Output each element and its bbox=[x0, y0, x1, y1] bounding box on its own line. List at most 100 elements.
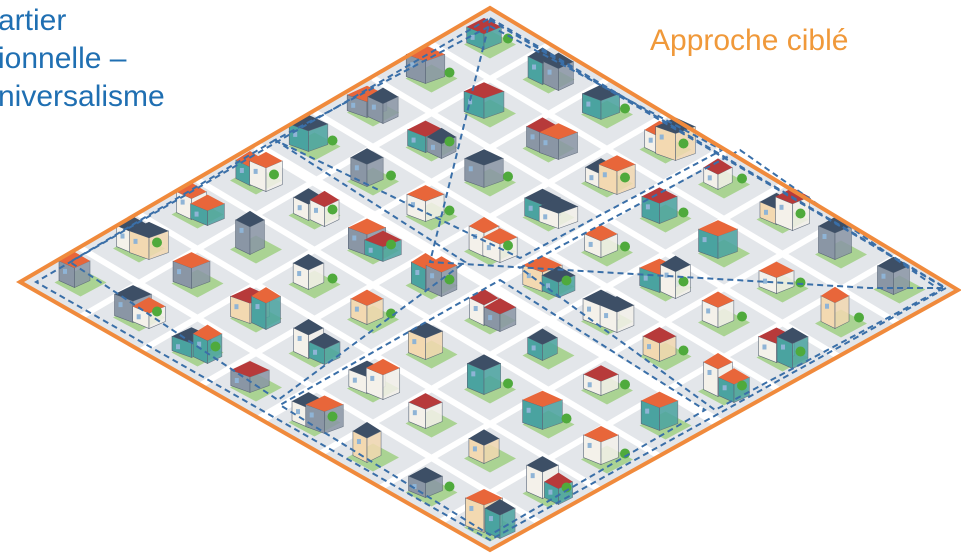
house bbox=[639, 327, 692, 371]
road-line bbox=[253, 141, 727, 431]
right-label: Approche ciblé bbox=[650, 22, 848, 60]
house-roof bbox=[309, 190, 340, 207]
house-roof bbox=[408, 322, 443, 339]
house-roof bbox=[543, 52, 574, 69]
house-window bbox=[762, 278, 767, 284]
road-grid bbox=[78, 41, 902, 531]
house-window bbox=[659, 134, 664, 140]
house-wall bbox=[483, 362, 502, 395]
house-wall bbox=[558, 131, 578, 160]
house bbox=[464, 429, 516, 473]
house-window bbox=[180, 199, 185, 205]
house-window bbox=[543, 140, 548, 146]
house-roof bbox=[583, 425, 619, 442]
house-roof bbox=[468, 429, 500, 446]
tree bbox=[327, 135, 338, 146]
house-window bbox=[468, 99, 473, 105]
house-roof bbox=[464, 149, 504, 166]
house-wall bbox=[382, 367, 401, 400]
house-roof bbox=[877, 256, 910, 273]
house-window bbox=[645, 408, 650, 414]
house bbox=[405, 252, 458, 300]
ground-diamond bbox=[22, 10, 958, 548]
house-roof bbox=[465, 488, 503, 505]
house bbox=[113, 216, 169, 263]
house-window bbox=[472, 446, 477, 452]
house-window bbox=[176, 344, 181, 350]
right-label-line-1: Approche ciblé bbox=[650, 24, 849, 57]
house-roof bbox=[352, 422, 382, 439]
house bbox=[464, 289, 517, 335]
house-window bbox=[412, 339, 417, 345]
zone-right-quarter bbox=[518, 148, 942, 412]
tree bbox=[386, 239, 396, 250]
house-roof bbox=[309, 332, 340, 349]
house-roof bbox=[293, 318, 324, 335]
tree bbox=[678, 138, 689, 149]
house-window bbox=[532, 64, 537, 70]
house-roof bbox=[527, 328, 558, 345]
house bbox=[463, 82, 516, 128]
house-window bbox=[313, 207, 318, 213]
house-roof bbox=[466, 17, 502, 34]
house-window bbox=[469, 505, 474, 511]
house-roof bbox=[190, 194, 225, 211]
tree bbox=[620, 241, 630, 252]
house-window bbox=[702, 237, 707, 243]
house-window bbox=[177, 269, 182, 275]
house-wall bbox=[249, 369, 270, 393]
tree bbox=[327, 204, 338, 215]
house-window bbox=[707, 175, 712, 181]
tree bbox=[737, 380, 747, 391]
house-wall bbox=[717, 299, 735, 328]
house-roof bbox=[467, 354, 501, 371]
house bbox=[171, 252, 224, 298]
left-label-line-1: artier bbox=[0, 4, 67, 37]
house bbox=[171, 324, 224, 367]
house-window bbox=[133, 238, 138, 244]
house bbox=[288, 188, 341, 230]
house-wall bbox=[717, 166, 733, 190]
tree bbox=[444, 274, 455, 285]
house-window bbox=[296, 409, 301, 415]
house-roof bbox=[350, 148, 384, 165]
house-roof bbox=[305, 395, 344, 412]
house-roof bbox=[775, 187, 810, 204]
house-window bbox=[530, 134, 535, 140]
house-window bbox=[351, 102, 356, 108]
house-wall bbox=[425, 475, 443, 498]
house-window bbox=[647, 344, 652, 350]
house bbox=[171, 182, 225, 229]
house-wall bbox=[366, 430, 382, 463]
house-wall bbox=[191, 260, 211, 289]
house bbox=[522, 390, 575, 439]
house-window bbox=[586, 101, 591, 107]
house-wall bbox=[659, 400, 679, 431]
house-window bbox=[588, 241, 593, 247]
house bbox=[581, 425, 633, 474]
house-window bbox=[309, 412, 314, 418]
tree bbox=[503, 240, 513, 251]
zone-bottom-quarter bbox=[278, 278, 707, 537]
house-window bbox=[587, 382, 592, 388]
house bbox=[464, 488, 516, 542]
house-window bbox=[546, 283, 551, 289]
house-window bbox=[412, 484, 417, 490]
house-window bbox=[415, 269, 420, 275]
house-window bbox=[881, 273, 886, 279]
house-window bbox=[779, 204, 784, 210]
house-window bbox=[194, 211, 199, 217]
house-window bbox=[293, 131, 298, 137]
tree bbox=[737, 173, 747, 184]
house-roof bbox=[350, 289, 384, 306]
house-window bbox=[643, 275, 648, 281]
house-roof bbox=[641, 187, 678, 204]
house-roof bbox=[522, 390, 563, 407]
tree bbox=[561, 275, 572, 286]
house-window bbox=[645, 204, 650, 210]
tree bbox=[503, 378, 513, 389]
tree bbox=[795, 277, 806, 288]
house-roof bbox=[702, 291, 734, 308]
house bbox=[522, 328, 575, 370]
house-roof bbox=[758, 261, 795, 278]
